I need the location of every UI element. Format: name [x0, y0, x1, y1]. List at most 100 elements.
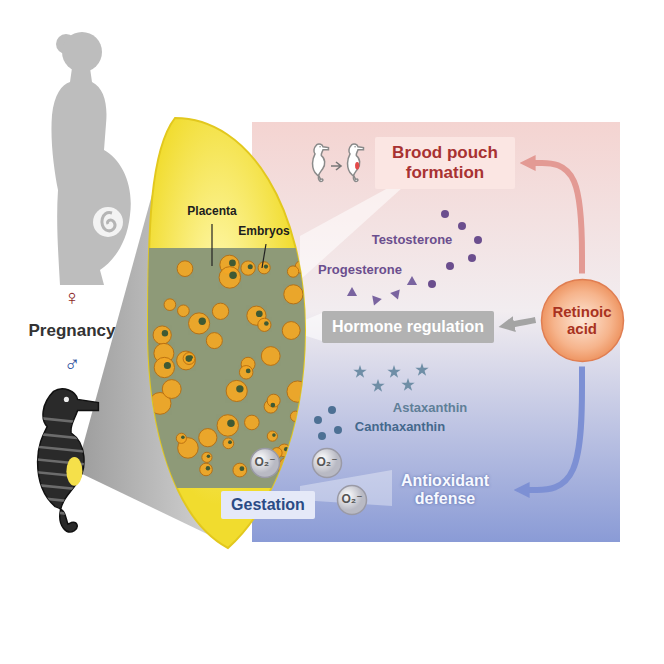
circle-shape: [251, 449, 280, 478]
embryo-blob: [223, 438, 234, 449]
molecule-label: Astaxanthin: [393, 401, 467, 416]
embryo-blob: [164, 299, 176, 311]
seahorse-pouch: [66, 457, 82, 486]
progesterone-molecule: [407, 276, 417, 285]
embryo-blob: [177, 351, 196, 370]
seahorse-body: [348, 144, 364, 182]
embryo-eye: [229, 272, 237, 280]
embryo-eye: [284, 447, 288, 451]
embryo-eye: [271, 403, 276, 408]
heading-label: Pregnancy: [29, 321, 116, 341]
embryo-blob: [183, 353, 195, 365]
molecule-label: Progesterone: [318, 263, 402, 278]
embryo-eye: [289, 461, 297, 469]
embryo-eye: [164, 362, 171, 369]
seahorse-eye: [64, 397, 69, 402]
embryo-blob: [241, 261, 255, 275]
process-box: Gestation: [221, 491, 315, 519]
embryo-eye: [207, 455, 211, 459]
astaxanthin-molecule: [353, 365, 366, 378]
connector-arrow: [534, 163, 582, 274]
embryo-blob: [261, 347, 280, 366]
embryo-blob: [219, 267, 241, 289]
seahorse-stripes: [28, 417, 92, 516]
progesterone-molecule: [347, 287, 360, 300]
embryo-eye: [264, 321, 269, 326]
embryo-eye: [301, 263, 306, 268]
circle-shape: [313, 449, 342, 478]
seahorse-figure: [28, 389, 98, 532]
testosterone-molecule: [458, 222, 466, 230]
process-box: Brood pouch formation: [375, 137, 515, 188]
embryo-eye: [189, 355, 193, 359]
stripe-line: [28, 433, 92, 439]
embryo-eye: [206, 466, 210, 470]
embryo-blob: [189, 313, 210, 334]
embryo-eye: [186, 355, 193, 362]
part-label: Embryos: [238, 225, 289, 239]
embryo-blob: [258, 318, 271, 331]
embryo-blob: [282, 322, 300, 340]
embryo-blob: [267, 394, 280, 407]
embryo-eye: [236, 385, 243, 392]
embryo-blob: [206, 333, 222, 349]
canthaxanthin-molecule: [318, 432, 326, 440]
embryo-blob: [212, 303, 228, 319]
node-text: Antioxidant defense: [385, 472, 505, 509]
embryo-blob: [153, 326, 171, 344]
embryo-blob: [200, 463, 213, 476]
molecule-label: Testosterone: [372, 233, 453, 248]
part-label: Placenta: [187, 205, 236, 219]
testosterone-molecule: [474, 236, 482, 244]
embryo-blob: [258, 262, 270, 274]
embryo-eye: [227, 420, 234, 427]
pouch-photo: [148, 248, 310, 488]
testosterone-molecule: [428, 280, 436, 288]
embryo-eye: [162, 330, 168, 336]
embryo-eye: [246, 369, 251, 374]
embryo-eye: [199, 318, 206, 325]
canthaxanthin-molecule: [314, 416, 322, 424]
node-text: Brood pouch formation: [385, 143, 505, 182]
transition-arrow: [331, 162, 341, 170]
seahorse-pouch: [355, 162, 359, 170]
embryo-blob: [233, 463, 247, 477]
embryo-blob: [287, 381, 308, 402]
stripe-line: [28, 497, 92, 503]
seahorse-figure: [348, 144, 364, 182]
testosterone-molecule: [446, 262, 454, 270]
womb-circle: [93, 207, 123, 237]
leader-line: [262, 244, 266, 268]
woman-silhouette: [51, 32, 130, 285]
radical-circle: O₂⁻: [336, 484, 368, 516]
embryo-blob: [176, 433, 186, 443]
embryo-eye: [228, 440, 232, 444]
canthaxanthin-molecule: [334, 426, 342, 434]
stripe-line: [28, 446, 92, 452]
progesterone-molecule: [372, 294, 382, 306]
woman-head: [62, 32, 102, 72]
connector-arrow: [513, 320, 536, 324]
leader-line: [211, 224, 212, 266]
embryo-eye: [162, 475, 166, 479]
embryo-blob: [157, 472, 167, 482]
stripe-line: [28, 484, 92, 490]
node-text: O₂⁻: [317, 456, 338, 470]
embryo-eye: [248, 264, 253, 269]
embryo-eye: [181, 436, 185, 440]
seahorse-eye: [319, 146, 320, 147]
embryo-blob: [162, 380, 181, 399]
embryo-blob: [226, 380, 247, 401]
embryo-eye: [264, 264, 268, 268]
process-box: Hormone regulation: [322, 311, 494, 343]
node-text: O₂⁻: [342, 493, 363, 507]
seahorse-figure: [313, 144, 329, 182]
node-text: O₂⁻: [255, 456, 276, 470]
embryo-blob: [287, 266, 298, 277]
canthaxanthin-molecule: [328, 406, 336, 414]
embryo-blob: [288, 465, 305, 482]
astaxanthin-molecule: [415, 363, 428, 376]
seahorse-eye: [354, 146, 355, 147]
embryo-blob: [217, 415, 238, 436]
